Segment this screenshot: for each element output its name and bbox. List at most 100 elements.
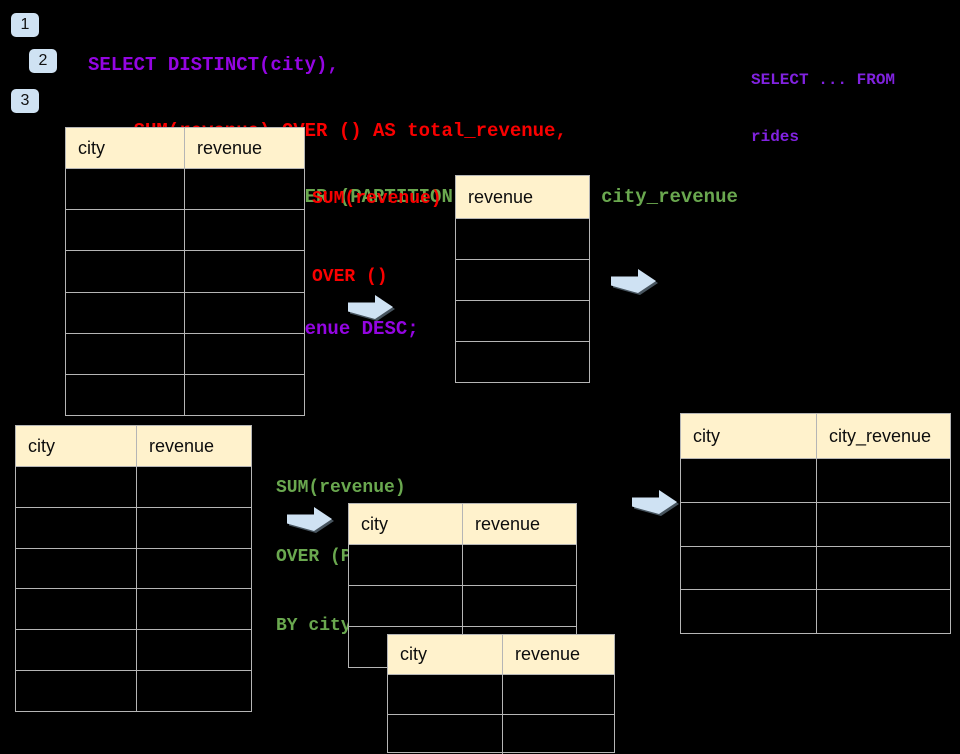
- empty-cell: [16, 671, 137, 711]
- column-header-city: city: [349, 504, 463, 544]
- step-2-badge: 2: [29, 49, 57, 73]
- table-row: [16, 589, 251, 631]
- empty-cell: [66, 210, 185, 251]
- empty-cell: [388, 675, 503, 714]
- flow-arrow-icon: [632, 490, 677, 514]
- empty-cell: [66, 251, 185, 292]
- table-row: [388, 715, 614, 754]
- table-row: [66, 251, 304, 293]
- empty-cell: [681, 590, 817, 633]
- empty-cell: [456, 260, 589, 300]
- column-header-revenue: revenue: [468, 186, 534, 207]
- table-row: [16, 507, 251, 549]
- column-header-city: city: [388, 635, 503, 674]
- total-revenue-label-line-2: OVER (): [312, 267, 388, 287]
- flow-arrow-icon: [287, 507, 332, 531]
- empty-cell: [185, 169, 304, 209]
- table-row: [681, 459, 950, 503]
- empty-cell: [503, 715, 614, 754]
- empty-cell: [463, 586, 576, 626]
- column-header-revenue: revenue: [475, 513, 541, 534]
- empty-cell: [456, 301, 589, 341]
- snippet-line-1: SELECT ... FROM: [751, 71, 896, 89]
- column-header-city: city: [681, 414, 817, 458]
- source-table-top: city revenue: [65, 127, 305, 416]
- empty-cell: [185, 334, 304, 374]
- empty-cell: [185, 251, 304, 291]
- table-row: [456, 260, 589, 301]
- flow-arrow-icon: [348, 295, 393, 319]
- source-table-bottom: city revenue: [15, 425, 252, 712]
- column-header-revenue: revenue: [515, 644, 581, 664]
- empty-cell: [137, 589, 251, 629]
- revenue-only-table: revenue: [455, 175, 590, 383]
- total-revenue-label-line-1: SUM(revenue): [312, 189, 442, 209]
- table-row: [16, 671, 251, 711]
- table-row: [681, 502, 950, 547]
- empty-cell: [817, 459, 950, 502]
- city-revenue-result-table: city city_revenue: [680, 413, 951, 634]
- empty-cell: [185, 210, 304, 250]
- sql-snippet: SELECT ... FROM rides: [751, 33, 895, 166]
- empty-cell: [16, 589, 137, 630]
- table-header-row: revenue: [456, 176, 589, 219]
- partition-label-line-1: SUM(revenue): [276, 478, 406, 498]
- table-row: [66, 169, 304, 211]
- table-row: [66, 333, 304, 375]
- table-header-row: city revenue: [66, 128, 304, 169]
- column-header-city_revenue: city_revenue: [829, 425, 932, 446]
- table-row: [456, 219, 589, 260]
- column-header-revenue: revenue: [197, 137, 263, 158]
- empty-cell: [185, 375, 304, 415]
- table-row: [456, 301, 589, 342]
- flow-arrow-icon: [611, 269, 656, 293]
- empty-cell: [349, 586, 463, 626]
- column-header-revenue: revenue: [149, 435, 215, 456]
- table-row: [456, 342, 589, 382]
- empty-cell: [137, 508, 251, 548]
- empty-cell: [137, 671, 251, 711]
- empty-cell: [817, 503, 950, 546]
- empty-cell: [681, 459, 817, 502]
- empty-cell: [503, 675, 614, 714]
- empty-cell: [16, 507, 137, 548]
- empty-cell: [388, 715, 503, 754]
- column-header-city: city: [66, 128, 185, 168]
- empty-cell: [66, 374, 185, 416]
- empty-cell: [456, 219, 589, 259]
- table-header-row: city revenue: [349, 504, 576, 545]
- total-revenue-label: SUM(revenue) OVER (): [312, 134, 442, 316]
- empty-cell: [66, 292, 185, 333]
- table-row: [66, 210, 304, 252]
- table-row: [349, 545, 576, 586]
- empty-cell: [185, 293, 304, 333]
- empty-cell: [681, 546, 817, 590]
- empty-cell: [16, 548, 137, 589]
- table-row: [16, 630, 251, 672]
- empty-cell: [349, 545, 463, 585]
- table-header-row: city revenue: [388, 635, 614, 675]
- table-row: [16, 467, 251, 508]
- empty-cell: [456, 342, 589, 382]
- empty-cell: [817, 590, 950, 633]
- empty-cell: [16, 630, 137, 671]
- table-row: [388, 675, 614, 715]
- step-3-badge: 3: [11, 89, 39, 113]
- empty-cell: [66, 333, 185, 374]
- sql-line-select: SELECT DISTINCT(city),: [88, 54, 339, 76]
- column-header-city: city: [16, 426, 137, 466]
- table-row: [16, 548, 251, 590]
- table-row: [681, 590, 950, 633]
- snippet-line-2: rides: [751, 128, 800, 146]
- empty-cell: [817, 547, 950, 590]
- step-1-badge: 1: [11, 13, 39, 37]
- empty-cell: [66, 169, 185, 210]
- table-row: [681, 546, 950, 591]
- partition-table-b: city revenue: [387, 634, 615, 754]
- empty-cell: [137, 630, 251, 670]
- table-row: [66, 374, 304, 416]
- table-row: [66, 292, 304, 334]
- empty-cell: [16, 467, 137, 507]
- table-header-row: city revenue: [16, 426, 251, 467]
- empty-cell: [137, 549, 251, 589]
